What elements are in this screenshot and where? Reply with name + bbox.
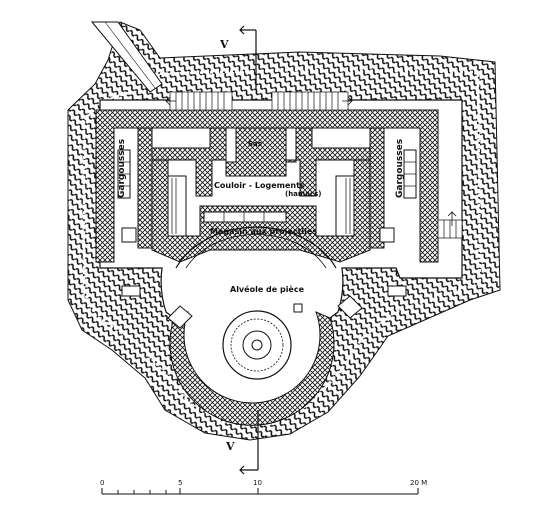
gun-pit-wall	[169, 311, 335, 426]
scale-label-10: 10	[253, 479, 262, 487]
scale-label-20: 20 M	[410, 479, 427, 487]
scale-label-0: 0	[100, 479, 104, 487]
staircase-east	[437, 219, 463, 239]
wall-left-room	[137, 127, 153, 249]
label-alveole: Alvéole de pièce	[230, 284, 305, 294]
label-gargousses-right: Gargousses	[395, 139, 405, 198]
label-gargousses-left: Gargousses	[117, 139, 127, 198]
staircase-left	[169, 91, 233, 111]
section-line	[239, 25, 259, 475]
wall-outer	[95, 109, 439, 263]
section-mark-top: V	[219, 38, 229, 51]
label-sas: Sas	[248, 140, 262, 148]
label-magasin: Magasin aux projectiles	[210, 227, 317, 236]
section-mark-bottom: V	[225, 440, 235, 453]
wall-magasin	[151, 159, 371, 263]
label-couloir: Couloir - Logements	[214, 181, 305, 190]
staircase-right	[271, 91, 349, 111]
scale-label-5: 5	[178, 479, 182, 487]
scale-bar	[101, 488, 419, 495]
label-hamacs: (hamacs)	[285, 190, 321, 198]
dotted-boundary	[82, 68, 482, 426]
